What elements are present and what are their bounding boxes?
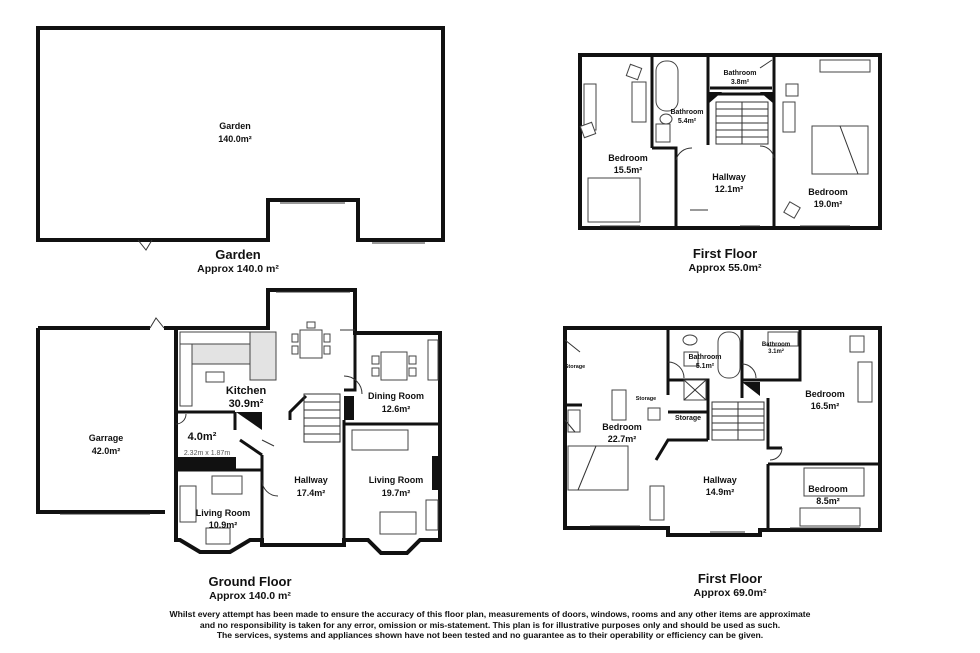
ff-bottom-bathroom-b-name: Bathroom: [762, 342, 790, 348]
ff-bottom-bedroom-large-name: Bedroom: [602, 422, 642, 432]
ff-top-bedroom-right-name: Bedroom: [808, 187, 848, 197]
gf-living-main-area: 19.7m²: [382, 488, 411, 498]
ff-bottom-bathroom-b-area: 3.1m²: [768, 348, 784, 355]
disclaimer-line-2: and no responsibility is taken for any e…: [199, 619, 781, 630]
ground-floor-plan: Garrage 42.0m² Kitchen 30.9m² 4.0m² 2.32…: [36, 288, 442, 555]
gf-dining-area: 12.6m²: [382, 404, 411, 414]
ff-top-bathroom-a-area: 5.4m²: [678, 118, 697, 125]
ff-top-bathroom-b-name: Bathroom: [723, 70, 756, 77]
gf-garrage-area: 42.0m²: [92, 446, 121, 456]
ff-top-approx: Approx 55.0m²: [689, 262, 762, 274]
ff-top-bathroom-a-name: Bathroom: [670, 109, 703, 116]
gf-title: Ground Floor: [208, 574, 291, 589]
disclaimer-line-3: The services, systems and appliances sho…: [216, 630, 764, 640]
ff-top-title: First Floor: [693, 246, 757, 261]
ff-bottom-hallway-area: 14.9m²: [706, 487, 735, 497]
ff-top-bathroom-b-area: 3.8m²: [731, 79, 750, 86]
ff-bottom-bedroom-right-name: Bedroom: [805, 389, 845, 399]
ff-top-bedroom-left-name: Bedroom: [608, 153, 648, 163]
gf-hallway-name: Hallway: [294, 475, 328, 485]
gf-approx: Approx 140.0 m²: [209, 590, 291, 602]
ff-bottom-bathroom-a-name: Bathroom: [688, 354, 721, 361]
ff-bottom-storage-c: Storage: [675, 415, 701, 422]
gf-kitchen-area: 30.9m²: [229, 398, 264, 410]
ff-top-bedroom-right-area: 19.0m²: [814, 199, 843, 209]
garden-title: Garden: [215, 247, 261, 262]
ff-bottom-storage-a: Storage: [565, 364, 585, 370]
gf-kitchen-name: Kitchen: [226, 385, 267, 397]
ff-top-hallway-name: Hallway: [712, 172, 746, 182]
garden-room-area: 140.0m²: [218, 134, 252, 144]
ff-bottom-storage-b: Storage: [636, 396, 656, 402]
gf-garrage-name: Garrage: [89, 433, 124, 443]
gf-living-small-area: 10.9m²: [209, 520, 238, 530]
ff-bottom-bedroom-small-name: Bedroom: [808, 484, 848, 494]
gf-store-area: 4.0m²: [188, 431, 217, 443]
gf-store-dims: 2.32m x 1.87m: [184, 450, 230, 457]
garden-approx: Approx 140.0 m²: [197, 263, 279, 275]
ff-bottom-bathroom-a-area: 5.1m²: [696, 363, 715, 370]
first-floor-bottom-plan: Storage Storage Storage Bathroom 5.1m² B…: [563, 326, 882, 537]
gf-living-small-name: Living Room: [196, 508, 251, 518]
ff-bottom-bedroom-right-area: 16.5m²: [811, 401, 840, 411]
gf-dining-name: Dining Room: [368, 391, 424, 401]
ff-bottom-title: First Floor: [698, 571, 762, 586]
gf-hallway-area: 17.4m²: [297, 488, 326, 498]
ff-bottom-hallway-name: Hallway: [703, 475, 737, 485]
ff-bottom-bedroom-large-area: 22.7m²: [608, 434, 637, 444]
garden-plan: Garden 140.0m²: [36, 26, 445, 251]
garden-room-name: Garden: [219, 121, 251, 131]
gf-living-main-name: Living Room: [369, 475, 424, 485]
ff-top-bedroom-left-area: 15.5m²: [614, 165, 643, 175]
disclaimer-line-1: Whilst every attempt has been made to en…: [169, 609, 811, 619]
first-floor-top-plan: Bathroom 5.4m² Bathroom 3.8m² Bedroom 15…: [578, 53, 882, 230]
disclaimer: Whilst every attempt has been made to en…: [40, 609, 940, 641]
ff-bottom-bedroom-small-area: 8.5m²: [816, 496, 840, 506]
ff-bottom-approx: Approx 69.0m²: [694, 587, 767, 599]
ff-top-hallway-area: 12.1m²: [715, 184, 744, 194]
